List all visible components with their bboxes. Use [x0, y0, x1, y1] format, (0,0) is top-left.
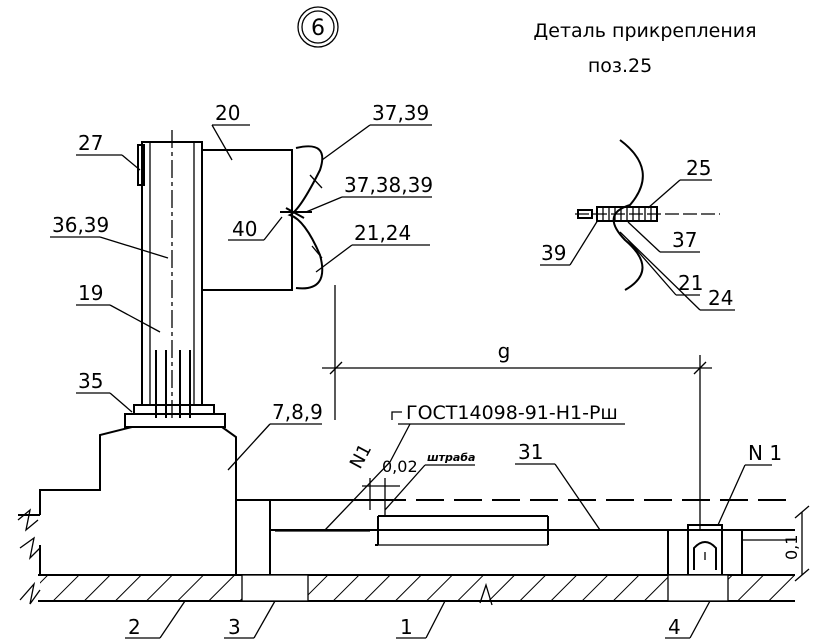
- detail-title: Деталь прикрепления: [533, 20, 756, 42]
- svg-text:39: 39: [541, 241, 566, 265]
- svg-text:24: 24: [708, 286, 733, 310]
- svg-text:37,39: 37,39: [372, 101, 429, 125]
- label-24-inset: 24: [619, 231, 735, 311]
- svg-text:37,38,39: 37,38,39: [344, 173, 433, 197]
- label-19: 19: [76, 281, 161, 333]
- label-4: 4: [665, 600, 711, 639]
- svg-text:40: 40: [232, 217, 257, 241]
- svg-text:25: 25: [686, 156, 711, 180]
- svg-text:штраба: штраба: [427, 451, 475, 464]
- foundation-block: [17, 426, 237, 575]
- label-1: 1: [396, 600, 446, 639]
- label-gost: ГОСТ14098-91-Н1-Рш: [391, 402, 625, 425]
- svg-text:4: 4: [668, 615, 681, 639]
- svg-text:2: 2: [128, 615, 141, 639]
- svg-text:g: g: [498, 339, 511, 363]
- label-7-8-9: 7,8,9: [227, 400, 323, 471]
- svg-text:27: 27: [78, 131, 103, 155]
- ground-slab: [19, 574, 795, 606]
- svg-text:ГОСТ14098-91-Н1-Рш: ГОСТ14098-91-Н1-Рш: [406, 402, 618, 424]
- dimension-0-1: 0,1: [782, 505, 810, 582]
- svg-text:3: 3: [228, 615, 241, 639]
- inset-fastening-detail: [575, 139, 720, 291]
- svg-text:N 1: N 1: [748, 441, 782, 465]
- svg-text:1: 1: [400, 615, 413, 639]
- label-39-inset: 39: [540, 219, 599, 266]
- label-21-24: 21,24: [315, 221, 430, 273]
- label-36-39: 36,39: [50, 213, 169, 259]
- label-0-02: 0,02: [362, 457, 418, 516]
- label-shtraba: штраба: [384, 451, 475, 511]
- label-3: 3: [224, 600, 276, 639]
- post-base: [124, 350, 226, 428]
- label-n1-right: N 1: [717, 441, 782, 526]
- dimension-g: g: [322, 285, 712, 530]
- label-27: 27: [76, 131, 141, 171]
- label-2: 2: [125, 600, 186, 639]
- svg-text:0,02: 0,02: [382, 457, 418, 476]
- label-37-38-39: 37,38,39: [305, 173, 433, 213]
- svg-text:20: 20: [215, 101, 240, 125]
- svg-text:35: 35: [78, 369, 103, 393]
- svg-text:36,39: 36,39: [52, 213, 109, 237]
- guardrail-beam: [280, 145, 324, 290]
- label-n1-left: N1: [324, 423, 411, 531]
- label-35: 35: [76, 369, 133, 413]
- detail-number: 6: [311, 16, 325, 41]
- svg-text:N1: N1: [346, 440, 376, 472]
- svg-text:7,8,9: 7,8,9: [272, 400, 323, 424]
- label-37-inset: 37: [627, 221, 700, 253]
- label-21-inset: 21: [627, 239, 703, 296]
- label-20: 20: [211, 101, 250, 161]
- svg-text:0,1: 0,1: [782, 535, 801, 560]
- svg-text:31: 31: [518, 440, 543, 464]
- label-40: 40: [228, 216, 283, 241]
- label-31: 31: [515, 440, 601, 531]
- detail-number-marker: 6: [297, 6, 339, 48]
- svg-text:21: 21: [678, 271, 703, 295]
- svg-text:37: 37: [672, 228, 697, 252]
- detail-subtitle: поз.25: [588, 55, 652, 77]
- label-25: 25: [647, 156, 712, 209]
- svg-text:21,24: 21,24: [354, 221, 411, 245]
- pavement-layers: [235, 499, 795, 575]
- spacer-block: [201, 149, 293, 291]
- label-37-39: 37,39: [321, 101, 432, 161]
- svg-text:19: 19: [78, 281, 103, 305]
- post-column: [137, 130, 203, 420]
